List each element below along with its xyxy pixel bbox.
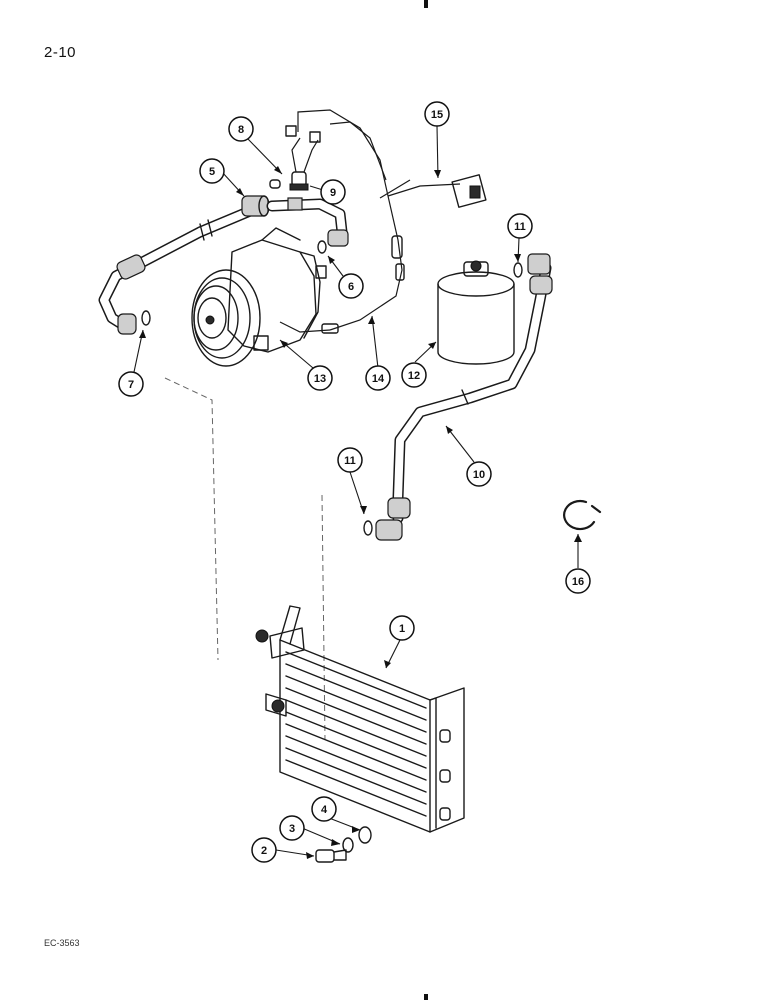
suction-hose: [98, 195, 270, 335]
callout-label: 12: [408, 370, 420, 382]
callout-label: 6: [348, 281, 354, 293]
callout-label: 3: [289, 823, 295, 835]
callout-10: 10: [466, 461, 492, 487]
callout-label: 11: [514, 221, 526, 233]
page-mark-bottom: [424, 994, 428, 1000]
callout-6: 6: [338, 273, 364, 299]
callout-11-top: 11: [507, 213, 533, 239]
callout-label: 4: [321, 804, 328, 816]
callout-2: 2: [251, 837, 277, 863]
callout-label: 11: [344, 455, 356, 467]
callout-label: 9: [330, 187, 336, 199]
condenser-tubes: [285, 651, 427, 817]
page-mark-top: [424, 0, 428, 8]
callout-label: 16: [572, 576, 584, 588]
condenser: [255, 605, 465, 833]
callout-5: 5: [199, 158, 225, 184]
callout-13: 13: [307, 365, 333, 391]
callout-14: 14: [365, 365, 391, 391]
callout-label: 8: [238, 124, 244, 136]
liquid-hose: [363, 253, 553, 541]
callout-15: 15: [424, 101, 450, 127]
callout-8: 8: [228, 116, 254, 142]
callout-label: 10: [473, 469, 485, 481]
callout-3: 3: [279, 815, 305, 841]
mounting-hardware: [315, 826, 372, 863]
callout-16: 16: [565, 568, 591, 594]
callout-9: 9: [320, 179, 346, 205]
callout-7: 7: [118, 371, 144, 397]
wiring-harness: [279, 109, 487, 334]
callout-label: 15: [431, 109, 443, 121]
callout-label: 7: [128, 379, 134, 391]
document-code: EC-3563: [44, 938, 80, 948]
callout-4: 4: [311, 796, 337, 822]
callout-12: 12: [401, 362, 427, 388]
callout-label: 5: [209, 166, 215, 178]
compressor: [191, 227, 327, 367]
hose-clip: [563, 499, 602, 531]
callout-label: 1: [399, 623, 405, 635]
page-number: 2-10: [44, 44, 77, 61]
discharge-hose: [266, 197, 349, 254]
callout-1: 1: [389, 615, 415, 641]
alignment-dashes: [164, 377, 326, 741]
pressure-switch: [269, 125, 321, 191]
callout-label: 13: [314, 373, 326, 385]
callout-11-bottom: 11: [337, 447, 363, 473]
receiver-drier: [437, 260, 515, 365]
arrowheads: [139, 166, 582, 859]
callout-label: 14: [372, 373, 385, 385]
callout-label: 2: [261, 845, 267, 857]
